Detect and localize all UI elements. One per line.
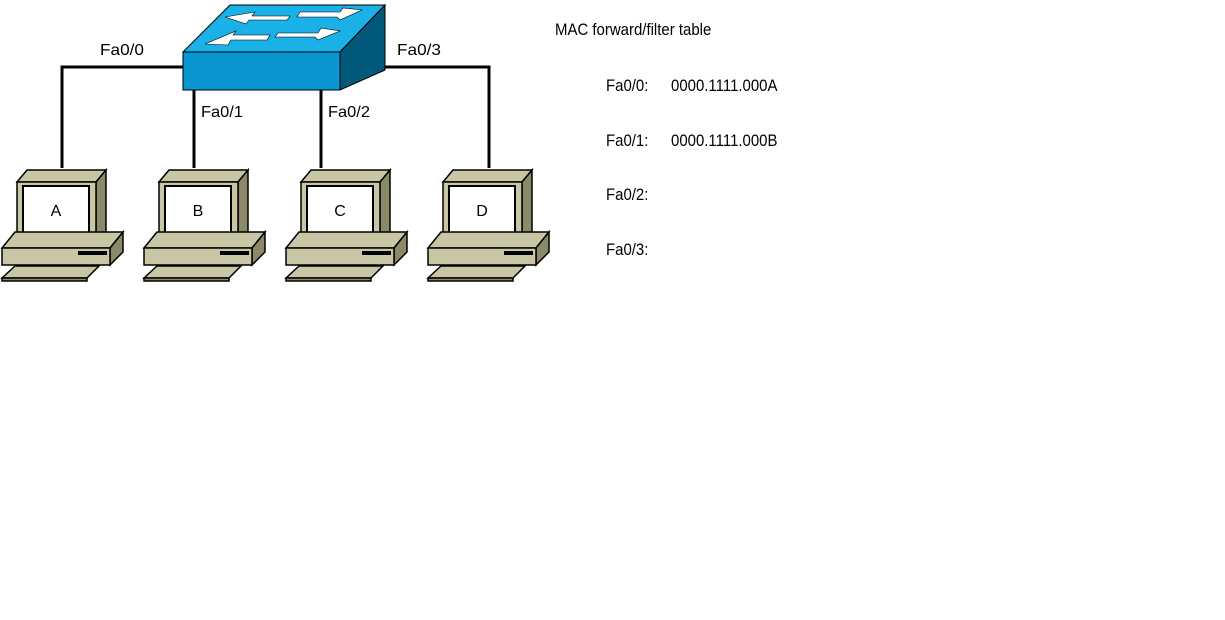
mac-entry-port-1: Fa0/1: — [606, 131, 649, 150]
mac-entry-mac-0: 0000.1111.000A — [671, 76, 778, 95]
cable-fa0-3 — [355, 65, 491, 168]
host-c-computer-icon[interactable]: C — [284, 167, 409, 282]
mac-entry-port-2: Fa0/2: — [606, 185, 649, 204]
host-label: D — [476, 203, 488, 220]
port-label-fa0-1: Fa0/1 — [201, 104, 243, 121]
mac-entry-port-3: Fa0/3: — [606, 240, 649, 259]
port-label-fa0-0: Fa0/0 — [100, 42, 144, 59]
host-a-computer-icon[interactable]: A — [0, 167, 125, 282]
cables — [60, 65, 491, 168]
cable-fa0-0 — [60, 65, 184, 168]
host-label: B — [193, 203, 204, 220]
mac-table-title: MAC forward/filter table — [555, 20, 712, 39]
switch-icon[interactable] — [181, 3, 387, 91]
mac-entry-mac-1: 0000.1111.000B — [671, 131, 778, 150]
host-label: A — [51, 203, 62, 220]
host-label: C — [334, 203, 346, 220]
port-label-fa0-3: Fa0/3 — [397, 42, 441, 59]
port-label-fa0-2: Fa0/2 — [328, 104, 370, 121]
host-d-computer-icon[interactable]: D — [426, 167, 551, 282]
host-b-computer-icon[interactable]: B — [142, 167, 267, 282]
mac-entry-port-0: Fa0/0: — [606, 76, 649, 95]
